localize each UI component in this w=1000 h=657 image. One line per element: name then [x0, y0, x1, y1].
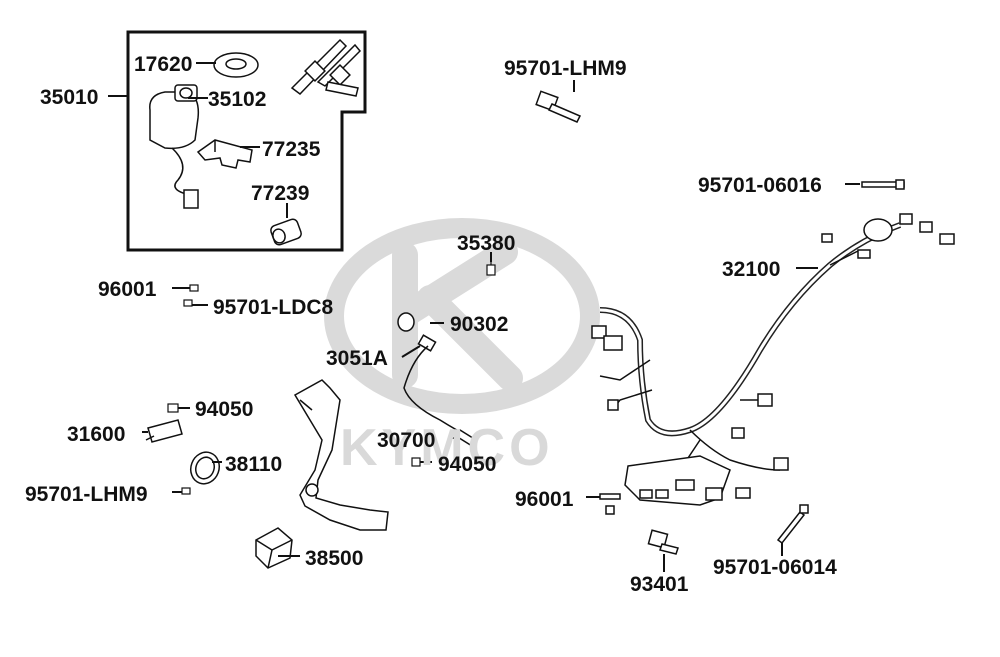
- label-35380: 35380: [457, 232, 516, 255]
- lock-cylinder-part: [270, 218, 302, 246]
- label-90302: 90302: [450, 313, 509, 336]
- label-96001-right: 96001: [515, 488, 574, 511]
- label-38500: 38500: [305, 547, 364, 570]
- frame-bracket-part: [293, 379, 389, 531]
- label-3051a: 3051A: [326, 347, 388, 370]
- keys-part: [290, 38, 362, 97]
- watermark-brand: KYMCO: [340, 419, 554, 477]
- label-94050-mid: 94050: [438, 453, 497, 476]
- ignition-kit-box: [126, 30, 367, 252]
- screw-06016-part: [861, 179, 905, 190]
- bolt-top-part: [535, 90, 582, 123]
- label-96001-left: 96001: [98, 278, 157, 301]
- label-93401: 93401: [630, 573, 689, 596]
- harness-connectors: [591, 213, 955, 506]
- label-95701-06016: 95701-06016: [698, 174, 822, 197]
- label-35102: 35102: [208, 88, 267, 111]
- label-94050-left: 94050: [195, 398, 254, 421]
- label-32100: 32100: [722, 258, 781, 281]
- screw-96001-right-part: [599, 493, 621, 515]
- label-95701-lhm9-top: 95701-LHM9: [504, 57, 627, 80]
- relay-part: [145, 419, 183, 443]
- bolt-93401-part: [647, 529, 679, 555]
- speedo-cable-part: [397, 312, 478, 448]
- label-77235: 77235: [262, 138, 321, 161]
- label-95701-ldc8: 95701-LDC8: [213, 296, 334, 319]
- label-95701-lhm9-left: 95701-LHM9: [25, 483, 148, 506]
- label-38110: 38110: [225, 453, 283, 476]
- leader-lines: [108, 62, 860, 572]
- label-77239: 77239: [251, 182, 310, 205]
- label-35010: 35010: [40, 86, 99, 109]
- module-38500-part: [255, 527, 293, 569]
- horn-part: [190, 451, 220, 485]
- lock-cover-part: [213, 52, 259, 78]
- label-30700: 30700: [377, 429, 436, 452]
- label-17620: 17620: [134, 53, 193, 76]
- label-31600: 31600: [67, 423, 126, 446]
- bolt-06014-part: [776, 504, 809, 545]
- ignition-switch-part: [149, 84, 200, 209]
- wire-harness-part: [599, 222, 902, 481]
- bracket-part: [196, 139, 253, 169]
- label-95701-06014: 95701-06014: [713, 556, 837, 579]
